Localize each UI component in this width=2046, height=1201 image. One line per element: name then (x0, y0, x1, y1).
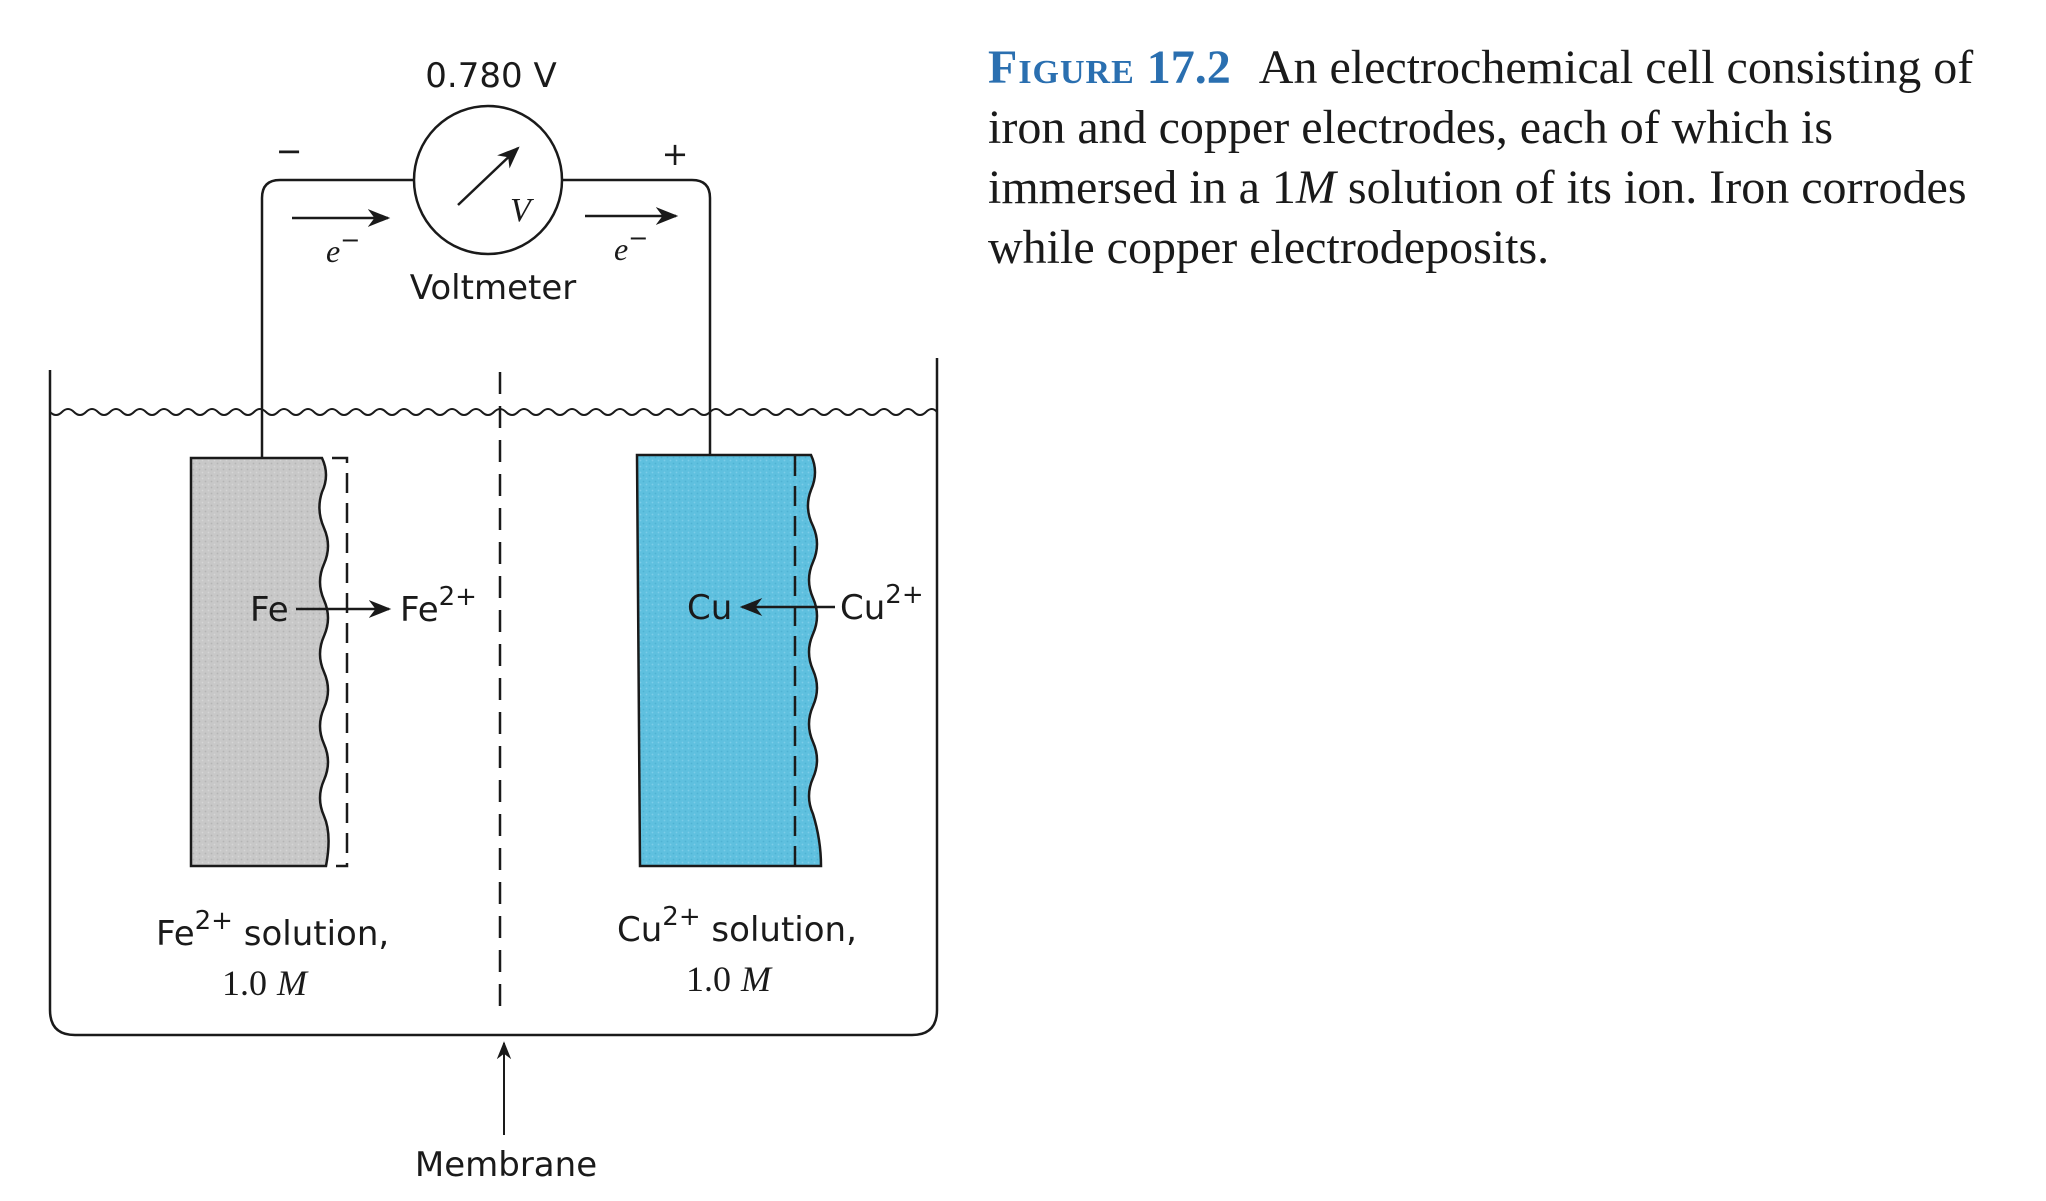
electrochemical-cell-diagram: V 0.780 V Voltmeter − + e− e− Membrane F… (48, 56, 939, 1185)
negative-terminal-sign: − (276, 132, 303, 170)
iron-original-boundary (332, 456, 349, 868)
voltmeter: V (412, 104, 564, 256)
cu-ion-label: Cu2+ (840, 580, 924, 628)
beaker (48, 358, 939, 1037)
caption-text-part2: solution of its ion. Iron corrodes while… (988, 161, 1967, 274)
fe-solution-label: Fe2+ solution, (156, 906, 389, 954)
figure-label: Figure (988, 41, 1135, 94)
copper-electrode (635, 453, 823, 868)
iron-electrode (189, 456, 330, 868)
electron-label-left: e− (326, 226, 360, 269)
caption-text-part1: An electrochemical cell consisting of ir… (988, 41, 1974, 214)
copper-electrode-label: Cu (687, 588, 732, 628)
cu-solution-label: Cu2+ solution, (617, 902, 857, 950)
iron-electrode-label: Fe (250, 590, 289, 630)
voltmeter-label: Voltmeter (410, 268, 576, 308)
positive-terminal-sign: + (662, 135, 689, 173)
voltmeter-needle (457, 146, 520, 206)
figure-number: 17.2 (1146, 41, 1231, 94)
left-wire (260, 178, 414, 458)
fe-ion-label: Fe2+ (400, 582, 477, 630)
voltmeter-reading: 0.780 V (425, 56, 556, 96)
voltmeter-dial (412, 104, 564, 256)
electron-label-right: e− (614, 224, 648, 267)
right-wire (562, 178, 712, 454)
membrane-label: Membrane (415, 1145, 597, 1185)
caption-molarity-unit: M (1295, 161, 1336, 214)
liquid-surface (49, 408, 938, 416)
